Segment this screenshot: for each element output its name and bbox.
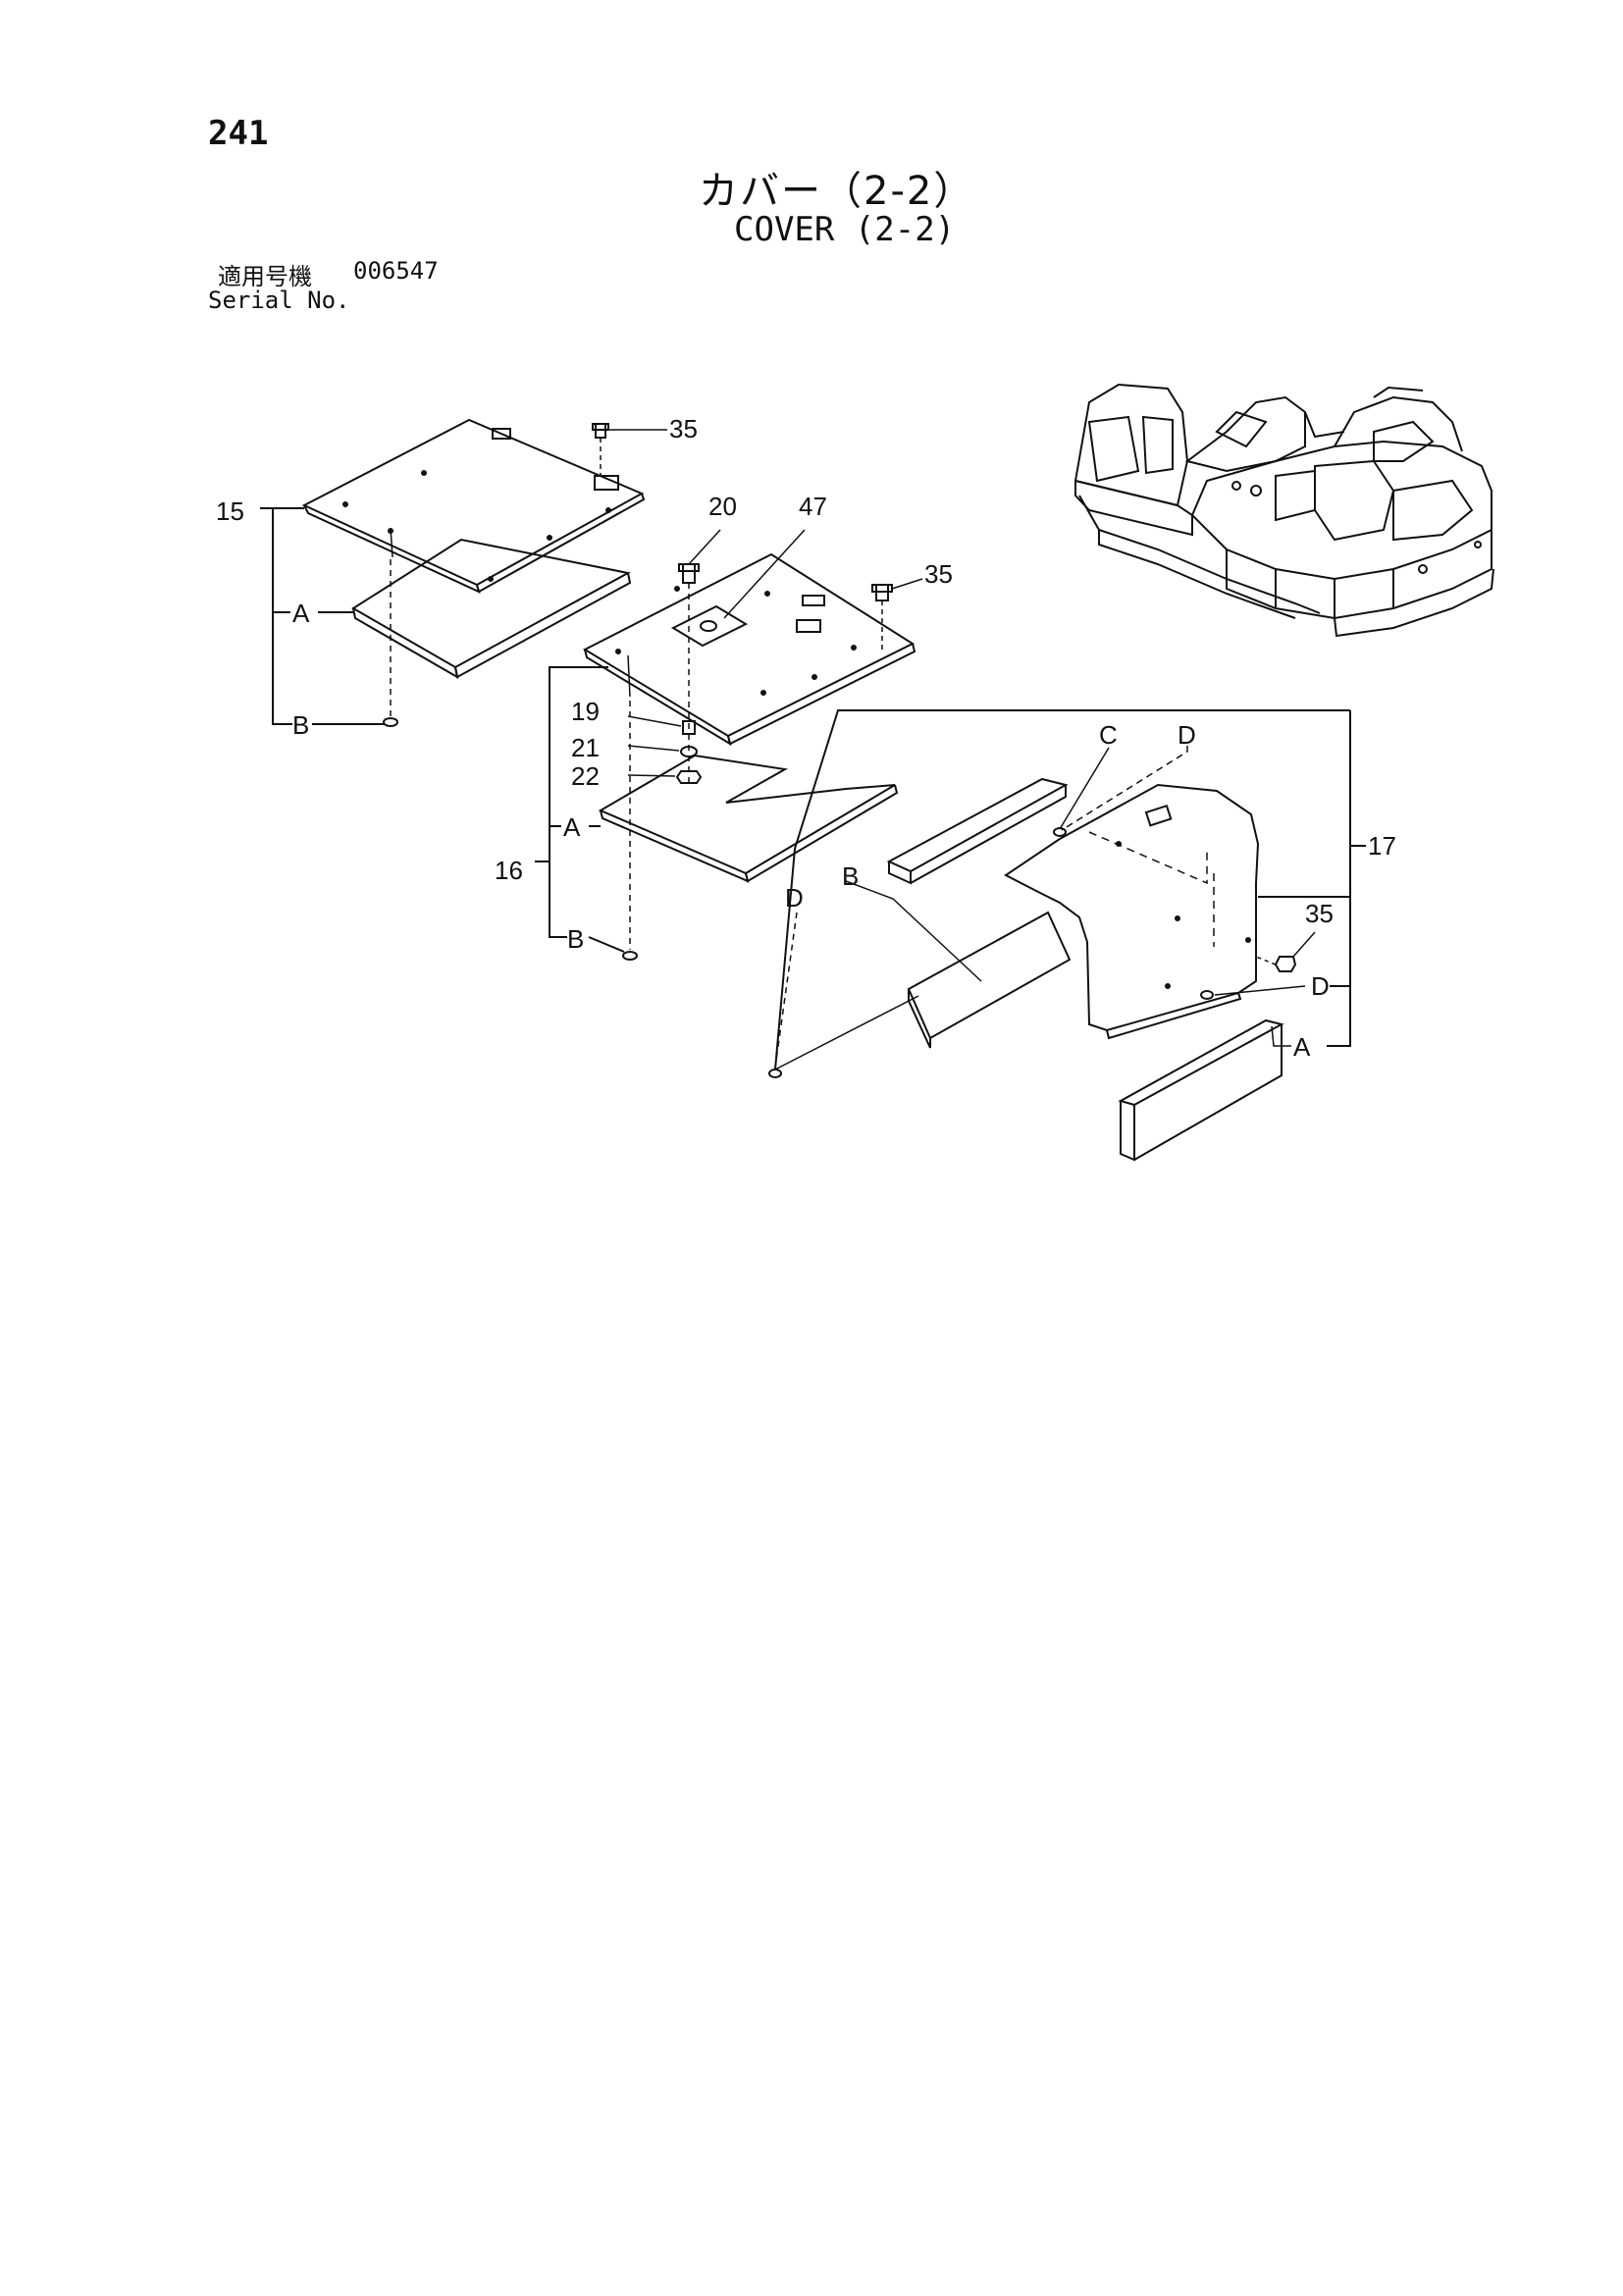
- callout-19: 19: [571, 697, 600, 726]
- page-number: 241: [208, 114, 269, 153]
- letter-d-part-17-right: D: [1311, 971, 1330, 1001]
- callout-21: 21: [571, 733, 600, 762]
- callout-35-middle: 35: [924, 559, 953, 589]
- page-title-english: COVER (2-2): [734, 210, 956, 249]
- callout-15: 15: [216, 496, 244, 526]
- letter-d-part-17-top: D: [1178, 720, 1196, 750]
- page-title-japanese: カバー（2-2）: [699, 169, 975, 214]
- letter-d-part-17-left: D: [785, 883, 804, 913]
- callout-47: 47: [799, 492, 827, 521]
- letter-b-part-16: B: [567, 924, 584, 954]
- serial-label-japanese: 適用号機: [218, 263, 312, 290]
- callout-22: 22: [571, 761, 600, 791]
- letter-c-part-17: C: [1099, 720, 1118, 750]
- callout-17: 17: [1368, 831, 1396, 861]
- part-17-cover-assembly: [768, 709, 1366, 1162]
- callout-35-right: 35: [1305, 899, 1334, 928]
- serial-label-english: Serial No.: [208, 287, 350, 314]
- excavator-illustration: [1073, 383, 1494, 638]
- letter-a-part-15: A: [292, 599, 310, 628]
- callout-16: 16: [495, 856, 523, 885]
- serial-number-value: 006547: [353, 257, 439, 285]
- letter-a-part-16: A: [563, 812, 581, 842]
- callout-35-top: 35: [669, 414, 698, 444]
- letter-a-part-17: A: [1293, 1032, 1311, 1062]
- part-16-cover-assembly: [535, 529, 923, 961]
- callout-20: 20: [708, 492, 737, 521]
- part-15-cover-assembly: [260, 418, 667, 727]
- letter-b-part-17: B: [842, 861, 859, 891]
- letter-b-part-15: B: [292, 710, 309, 740]
